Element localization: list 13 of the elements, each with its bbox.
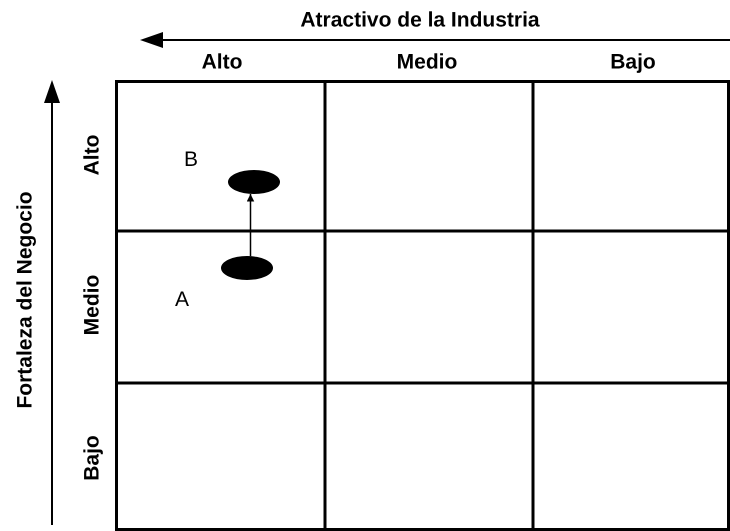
axis-label: Bajo (82, 435, 102, 481)
arrow (246, 194, 254, 256)
position-marker (221, 256, 273, 280)
axis-label: Bajo (610, 52, 656, 72)
axis-title: Atractivo de la Industria (300, 10, 540, 30)
axis-label: Medio (82, 274, 102, 336)
axis-label: Alto (202, 52, 242, 72)
position-marker (228, 170, 280, 194)
axis-title: Fortaleza del Negocio (14, 191, 36, 409)
axis-label: Medio (396, 52, 458, 72)
axis-label: Alto (82, 134, 102, 176)
point-label: A (175, 289, 190, 310)
point-label: B (184, 149, 198, 170)
